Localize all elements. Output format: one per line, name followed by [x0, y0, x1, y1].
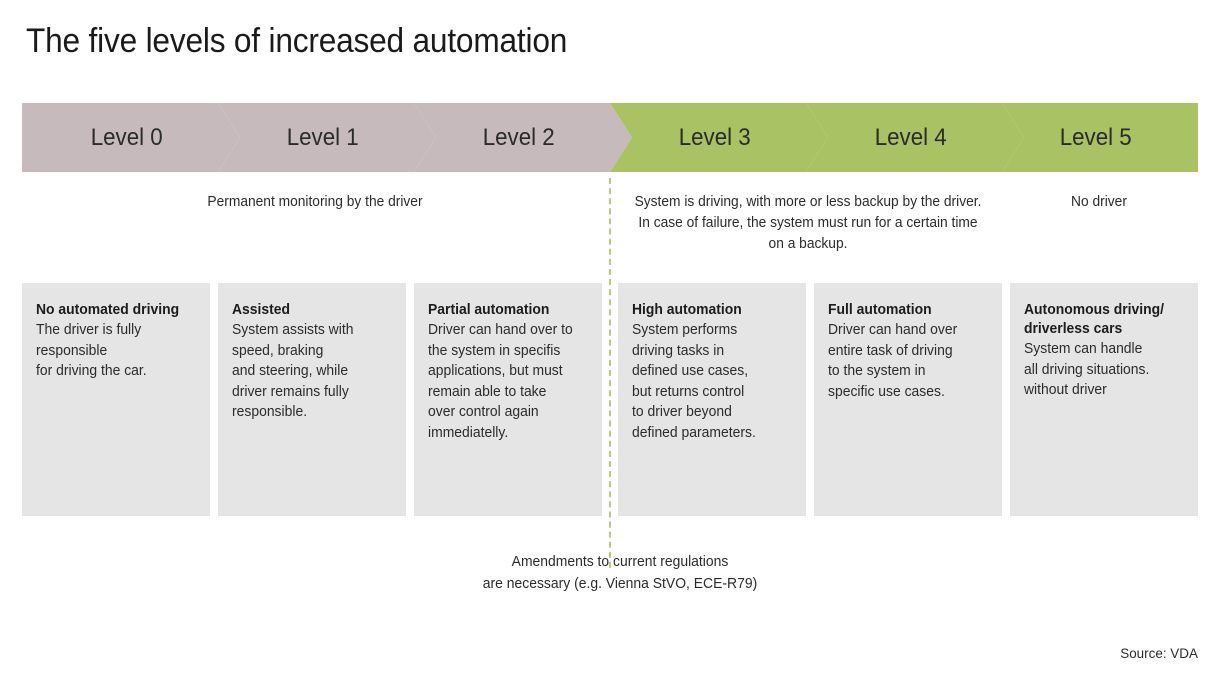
chevron-level-2[interactable]: Level 2	[414, 103, 632, 172]
chevron-level-3[interactable]: Level 3	[610, 103, 828, 172]
chevron-label: Level 2	[483, 123, 555, 151]
level-box-heading: Assisted	[232, 302, 291, 318]
chevron-label: Level 0	[91, 123, 163, 151]
level-box-0[interactable]: No automated driving The driver is fully…	[22, 283, 210, 516]
level-box-body: System can handle all driving situations…	[1024, 341, 1150, 399]
chevron-level-4[interactable]: Level 4	[806, 103, 1024, 172]
level-box-2[interactable]: Partial automation Driver can hand over …	[414, 283, 602, 516]
level-box-5[interactable]: Autonomous driving/ driverless cars Syst…	[1010, 283, 1198, 516]
level-box-body: Driver can hand over entire task of driv…	[828, 322, 958, 400]
annotation-system-driving: System is driving, with more or less bac…	[634, 194, 982, 253]
level-box-heading: Autonomous driving/ driverless cars	[1024, 302, 1164, 338]
chevron-label: Level 5	[1060, 123, 1132, 151]
level-box-3[interactable]: High automation System performs driving …	[618, 283, 806, 516]
source-label: Source: VDA	[1120, 645, 1198, 661]
chevron-level-1[interactable]: Level 1	[218, 103, 436, 172]
automation-level-chevron-bar: Level 0 Level 1 Level 2 Level 3 Level 4 …	[22, 103, 1198, 172]
regulations-footnote: Amendments to current regulations are ne…	[482, 554, 758, 592]
chevron-label: Level 1	[287, 123, 359, 151]
chevron-level-0[interactable]: Level 0	[22, 103, 240, 172]
level-box-1[interactable]: Assisted System assists with speed, brak…	[218, 283, 406, 516]
level-box-heading: Full automation	[828, 302, 932, 318]
level-box-body: System assists with speed, braking and s…	[232, 322, 354, 421]
level-box-body: System performs driving tasks in defined…	[632, 322, 756, 442]
level-description-row: No automated driving The driver is fully…	[22, 283, 1198, 516]
driver-handover-divider	[609, 178, 611, 568]
annotation-permanent-monitoring: Permanent monitoring by the driver	[207, 194, 423, 210]
chevron-level-5[interactable]: Level 5	[1002, 103, 1198, 172]
level-box-heading: Partial automation	[428, 302, 550, 318]
page-title: The five levels of increased automation	[26, 22, 568, 60]
level-box-body: Driver can hand over to the system in sp…	[428, 322, 573, 442]
chevron-label: Level 4	[875, 123, 947, 151]
level-box-body: The driver is fully responsible for driv…	[36, 322, 147, 380]
level-box-4[interactable]: Full automation Driver can hand over ent…	[814, 283, 1002, 516]
level-box-heading: No automated driving	[36, 302, 180, 318]
level-box-heading: High automation	[632, 302, 742, 318]
annotation-no-driver: No driver	[1071, 194, 1127, 210]
chevron-label: Level 3	[679, 123, 751, 151]
